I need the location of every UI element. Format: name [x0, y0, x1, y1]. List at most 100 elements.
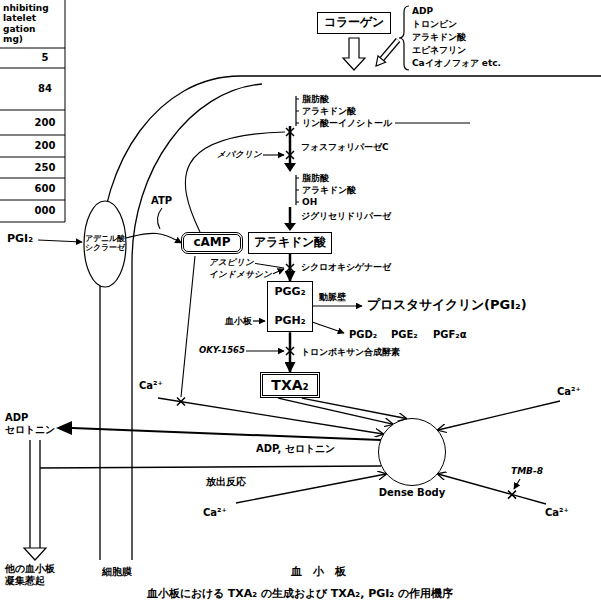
table-grid: [0, 0, 65, 222]
table-cell: 600: [34, 183, 57, 195]
label-text: トロンビン: [411, 19, 458, 29]
lipid-chain: [395, 122, 470, 123]
hollow-arrow-shaft: [382, 40, 398, 59]
label-text: プロスタサイクリン(PGI₂): [366, 298, 528, 313]
brace: [399, 6, 409, 70]
label-text: エピネフリン: [411, 45, 467, 55]
granule-circle: Dense Body: [378, 418, 446, 486]
label-text: ジグリセリドリパーゼ: [300, 211, 392, 221]
block-mark: [508, 491, 516, 499]
label-text: ADP, セロトニン: [255, 443, 336, 455]
label-text: 血 小 板: [290, 566, 347, 579]
label-text: PGD₂: [348, 329, 378, 341]
table-cell: 200: [34, 140, 57, 152]
product-box: TXA₂: [260, 372, 319, 398]
inhibition-line: [185, 132, 285, 232]
calcium-arrow: [158, 398, 383, 434]
atp-arc: [157, 208, 162, 229]
label-text: PGI₂: [6, 233, 34, 246]
flow-connector: [289, 254, 292, 281]
label-text: OKY-1565: [198, 346, 246, 356]
label-text: メパクリン: [216, 150, 263, 160]
membrane-outer: [100, 76, 601, 560]
branch-arrow: [253, 320, 265, 321]
pgi2-arrow: [38, 240, 82, 242]
figure-caption: 血小板における TXA₂ の生成および TXA₂, PGI₂ の作用機序: [146, 588, 454, 601]
label-text: Ca²⁺: [202, 507, 228, 519]
calcium-arrow: [438, 474, 546, 504]
output-arrow: [30, 440, 40, 548]
ellipse-outline: [84, 201, 126, 287]
label-text: アラキドン酸: [301, 185, 357, 195]
flow-arrow: [289, 207, 292, 224]
label-text: ADP セロトニン: [4, 412, 56, 435]
arrow-head: [284, 163, 296, 172]
label-text: PGE₂: [390, 329, 419, 341]
process-box: アラキドン酸: [248, 232, 332, 254]
table-cell: nhibiting latelet gation mg): [2, 3, 50, 44]
calcium-arrow: [236, 474, 386, 503]
label-text: フォスフォリパーゼC: [300, 142, 390, 152]
node-text: PGG₂: [274, 286, 305, 299]
table-cell: 200: [34, 117, 57, 129]
label-text: Ca²⁺: [138, 380, 164, 392]
block-mark: [286, 128, 294, 136]
label-text: ADP: [411, 6, 434, 16]
label-text: 細胞膜: [101, 566, 133, 578]
table-cell: 84: [37, 83, 53, 95]
label-text: アスピリン: [208, 258, 255, 268]
release-band: [40, 466, 381, 468]
block-mark: [286, 151, 294, 159]
label-text: Ca²⁺: [556, 386, 582, 398]
label-text: 脂肪酸: [301, 173, 330, 183]
label-text: TMB-8: [510, 466, 544, 476]
inhibitor-arrow: [514, 479, 520, 489]
flow-connector: [278, 398, 392, 424]
inhibition-line: [181, 256, 195, 397]
arrow-head: [284, 223, 296, 231]
label-text: Ca²⁺: [544, 507, 570, 519]
calcium-arrow: [438, 401, 560, 430]
hollow-arrow-shaft: [382, 40, 398, 59]
label-text: シクロオキシゲナーゼ: [300, 262, 392, 272]
label-text: 動脈壁: [318, 292, 347, 302]
label-text: OH: [301, 197, 318, 207]
bracket: [296, 175, 299, 205]
inhibitor-arrow: [260, 154, 284, 155]
branch-arrow: [312, 305, 362, 306]
hollow-arrow: [343, 38, 365, 70]
label-text: 放出反応: [205, 476, 247, 488]
label-text: アラキドン酸: [411, 32, 467, 42]
branch-arrow: [312, 322, 344, 333]
enzyme-ellipse: アデニル酸 シクラーゼ: [83, 200, 127, 288]
node-text: cAMP: [193, 236, 230, 250]
bracket: [296, 96, 299, 126]
label-text: 脂肪酸: [301, 94, 330, 104]
label-text: PGF₂α: [432, 329, 468, 341]
messenger-box: cAMP: [181, 232, 242, 254]
inhibitor-arrow: [242, 350, 284, 351]
label-text: アラキドン酸: [301, 106, 357, 116]
flow-connector: [289, 332, 292, 372]
label-text: 血小板: [224, 316, 253, 326]
label-text: インドメサシン: [208, 270, 273, 280]
node-text: アデニル酸 シクラーゼ: [85, 235, 125, 252]
arrow-head: [56, 421, 72, 435]
process-box: PGG₂ PGH₂: [267, 281, 312, 332]
node-text: PGH₂: [274, 315, 305, 328]
node-text: TXA₂: [271, 377, 308, 393]
flow-connector: [126, 233, 181, 243]
label-text: 他の血小板 凝集惹起: [4, 563, 56, 586]
flow-connector: [302, 398, 406, 418]
node-text: アラキドン酸: [254, 236, 326, 250]
release-band: [72, 428, 381, 440]
table-cell: 000: [34, 205, 57, 217]
table-cell: 250: [34, 162, 57, 174]
label-text: ATP: [150, 195, 173, 207]
table-cell: 5: [41, 52, 50, 64]
hollow-arrow-head: [376, 56, 386, 66]
label-text: トロンボキサン合成酵素: [300, 347, 401, 357]
node-text: コラーゲン: [324, 16, 384, 30]
label-text: リン酸ーイノシトール: [301, 118, 393, 128]
